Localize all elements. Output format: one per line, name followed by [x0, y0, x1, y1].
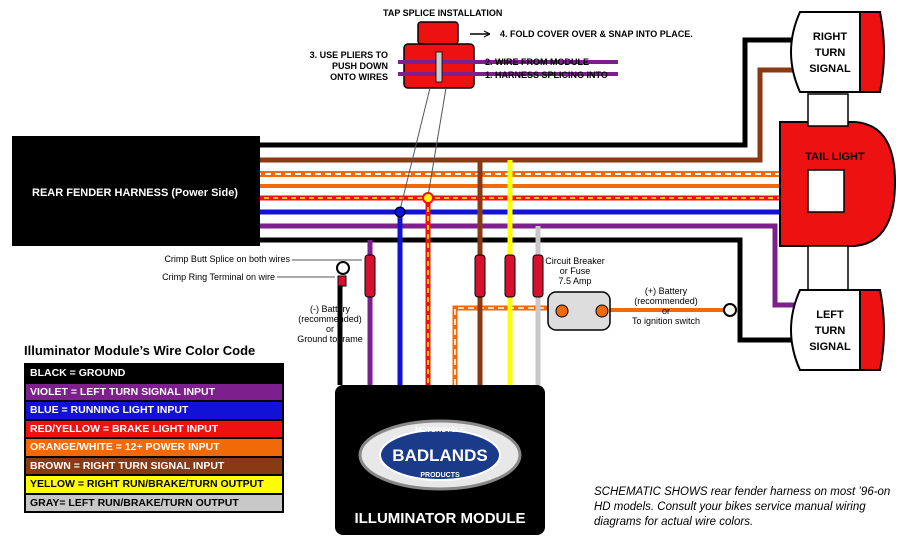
schematic-note: SCHEMATIC SHOWS rear fender harness on m…: [594, 486, 891, 528]
illuminator-module: MOTORCYCLE BADLANDS PRODUCTS ILLUMINATOR…: [335, 385, 545, 535]
circuit-breaker: Circuit Breaker or Fuse 7.5 Amp: [545, 256, 611, 331]
crimp-butt-callout: Crimp Butt Splice on both wires: [164, 254, 290, 264]
legend-title: Illuminator Module’s Wire Color Code: [24, 343, 256, 358]
neg-battery-line-2: (recommended): [298, 314, 362, 324]
pos-battery-line-4: To ignition switch: [632, 316, 700, 326]
legend-row: VIOLET = LEFT TURN SIGNAL INPUT: [26, 383, 282, 402]
neg-battery-line-3: or: [326, 324, 334, 334]
tail-light-label: TAIL LIGHT: [805, 151, 865, 163]
neg-battery-line-1: (-) Battery: [310, 304, 351, 314]
tap-step-4: 4. FOLD COVER OVER & SNAP INTO PLACE.: [500, 29, 693, 39]
crimp-ring-callout: Crimp Ring Terminal on wire: [162, 272, 275, 282]
right-turn-signal: RIGHT TURN SIGNAL: [790, 11, 885, 127]
tap-step-3-line-3: ONTO WIRES: [330, 72, 388, 82]
left-signal-line-1: LEFT: [816, 309, 844, 321]
badge-ring-bottom: PRODUCTS: [420, 472, 460, 479]
tail-light: TAIL LIGHT: [779, 121, 897, 247]
breaker-line-3: 7.5 Amp: [558, 276, 591, 286]
pos-battery-line-3: or: [662, 306, 670, 316]
legend-row: ORANGE/WHITE = 12+ POWER INPUT: [26, 439, 282, 458]
harness-label: REAR FENDER HARNESS (Power Side): [32, 187, 238, 199]
legend-row: BLUE = RUNNING LIGHT INPUT: [26, 402, 282, 421]
breaker-line-2: or Fuse: [560, 266, 591, 276]
pos-battery-line-1: (+) Battery: [645, 286, 688, 296]
right-signal-line-1: RIGHT: [813, 31, 848, 43]
butt-splices: [364, 254, 544, 298]
left-signal-line-3: SIGNAL: [809, 341, 851, 353]
tap-step-1: 1. HARNESS SPLICING INTO: [485, 70, 608, 80]
left-turn-signal: LEFT TURN SIGNAL: [790, 245, 885, 371]
wire-color-legend: Illuminator Module’s Wire Color Code BLA…: [24, 343, 284, 513]
legend-row: BROWN = RIGHT TURN SIGNAL INPUT: [26, 457, 282, 476]
module-label: ILLUMINATOR MODULE: [354, 510, 525, 527]
legend-row: YELLOW = RIGHT RUN/BRAKE/TURN OUTPUT: [26, 476, 282, 495]
pos-battery-line-2: (recommended): [634, 296, 698, 306]
neg-battery-line-4: Ground to frame: [297, 334, 363, 344]
badge-brand: BADLANDS: [392, 446, 487, 465]
callouts: Crimp Butt Splice on both wires Crimp Ri…: [162, 254, 700, 344]
ring-terminals: [336, 261, 737, 317]
right-signal-line-3: SIGNAL: [809, 63, 851, 75]
tap-step-3-line-2: PUSH DOWN: [332, 61, 388, 71]
tap-splice-title: TAP SPLICE INSTALLATION: [383, 8, 502, 18]
badge-ring-top: MOTORCYCLE: [415, 427, 465, 434]
breaker-line-1: Circuit Breaker: [545, 256, 605, 266]
legend-row: RED/YELLOW = BRAKE LIGHT INPUT: [26, 420, 282, 439]
tap-splice-detail: TAP SPLICE INSTALLATION 4. FOLD COVER OV…: [310, 8, 693, 218]
tap-step-2: 2. WIRE FROM MODULE: [485, 57, 589, 67]
left-signal-line-2: TURN: [815, 325, 846, 337]
legend-row: GRAY= LEFT RUN/BRAKE/TURN OUTPUT: [26, 494, 282, 511]
harness-wires: [255, 37, 800, 343]
tap-step-3-line-1: 3. USE PLIERS TO: [310, 50, 388, 60]
harness-block: [12, 136, 260, 246]
legend-row: BLACK = GROUND: [26, 365, 282, 384]
right-signal-line-2: TURN: [815, 47, 846, 59]
